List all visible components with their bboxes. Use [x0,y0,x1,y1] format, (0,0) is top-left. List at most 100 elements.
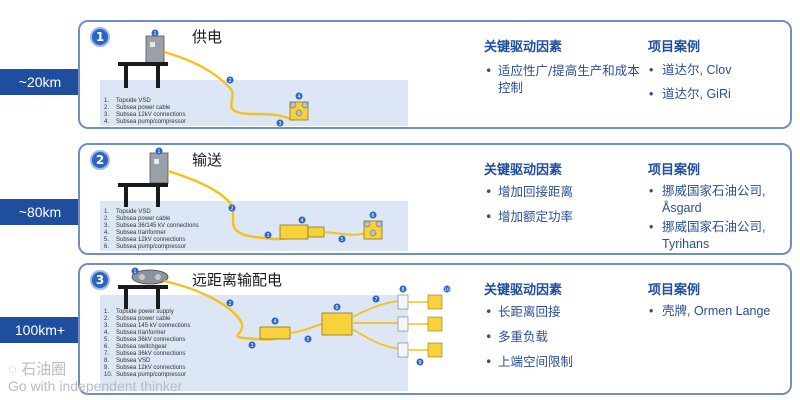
legend-item: 8.Subsea VSD [104,358,151,364]
marker-label: 6 [335,305,338,311]
subsea-12kv-cable [323,231,367,236]
marker-label: 5 [306,337,309,343]
subsea-vsd-icon [397,294,409,310]
subsea-12kv-cables [408,301,430,351]
subsea-scene-background [100,80,408,126]
marker-label: 3 [250,343,253,349]
component-legend: 1.Topside VSD 2.Subsea power cable 3.Sub… [104,98,186,126]
subsea-pump-icon [427,316,443,332]
diagram-markers: 1 2 3 4 5 6 7 8 9 10 [131,267,451,366]
driver-item: •增加回接距离 [485,184,574,199]
legend-item: 3.Subsea 36/145 kV connections [104,223,199,229]
cases-header: 项目案例 [648,40,701,55]
legend-item: 2.Subsea power cable [104,316,171,322]
topside-vsd-cabinet-icon [145,35,165,65]
section-title: 供电 [192,28,223,46]
section-number-badge: 3 [90,270,110,290]
legend-item: 9.Subsea 12kV connections [104,365,186,371]
subsea-pump-icon [427,294,443,310]
subsea-pump-icon [427,342,443,358]
legend-item: 5.Subsea 36kV connections [104,337,186,343]
marker-label: 4 [300,218,303,224]
subsea-distribution-cables [351,300,403,350]
section-card-transmission: 2 输送 1 2 3 4 5 6 1.Topside VSD 2.Subsea … [78,143,792,255]
case-item: •壳牌, Ormen Lange [649,304,771,318]
subsea-transformer-icon [279,224,309,240]
platform-leg-icon [124,289,128,309]
case-item: •道达尔, GiRi [649,87,731,101]
distance-label-2: ~80km [0,199,80,225]
section-number-badge: 2 [90,150,110,170]
marker-label: 3 [278,121,281,127]
marker-label: 2 [230,206,233,212]
legend-item: 10.Subsea pump/compressor [104,372,187,378]
subsea-power-cable [163,50,301,121]
section-card-long-distance: 3 远距离输配电 1 2 3 4 5 6 7 8 9 10 [78,263,792,395]
watermark-tagline: Go with independent thinker [8,378,183,394]
subsea-transformer-icon [259,326,291,340]
transmission-diagram: 1 2 3 4 5 6 [118,147,383,243]
legend-item: 2.Subsea power cable [104,216,171,222]
marker-label: 10 [444,287,450,293]
legend-item: 4.Subsea pump/compressor [104,119,187,125]
cases-header: 项目案例 [648,283,701,298]
watermark-logo: ◌ 石油圈 [8,361,67,378]
platform-leg-icon [156,289,160,309]
platform-leg-icon [156,66,160,88]
subsea-vsd-icon [397,342,409,358]
legend-item: 1.Topside VSD [104,209,151,215]
platform-deck-icon [118,183,168,187]
marker-label: 1 [133,269,136,275]
marker-label: 7 [374,297,377,303]
marker-label: 8 [401,287,404,293]
section-card-power-supply: 1 供电 1 2 3 4 1.Topside VSD 2.Subsea powe… [78,20,792,129]
diagram-markers: 1 2 3 4 5 6 [155,147,377,243]
legend-item: 4.Subsea tranformer [104,330,166,336]
marker-label: 6 [371,213,374,219]
legend-item: 6.Subsea switchgear [104,344,167,350]
cabinet-panel-icon [150,42,155,47]
subsea-36kv-cable [289,322,326,334]
long-distance-diagram: 1 2 3 4 5 6 7 8 9 10 [118,267,451,366]
chat-bubble-icon: ◌ [8,361,17,378]
drivers-header: 关键驱动因素 [484,163,563,178]
driver-item: •适应性广/提高生产和成本控制 [485,63,640,95]
section-number-badge: 1 [90,27,110,47]
case-item: •挪威国家石油公司, Åsgard [649,184,766,215]
topside-power-supply-icon [131,269,169,285]
legend-item: 1.Topside VSD [104,98,151,104]
legend-item: 1.Topside power supply [104,309,174,315]
driver-item: •增加额定功率 [485,209,574,224]
subsea-scene-background [100,201,408,251]
topside-vsd-cabinet-icon [149,152,169,184]
legend-item: 3.Subsea 12kV connections [104,112,186,118]
component-legend: 1.Topside power supply 2.Subsea power ca… [104,309,190,379]
section-title: 输送 [192,151,223,169]
marker-label: 5 [340,237,343,243]
marker-label: 1 [153,31,156,37]
legend-item: 7.Subsea 36kV connections [104,351,186,357]
drivers-header: 关键驱动因素 [484,40,563,55]
marker-label: 1 [157,149,160,155]
cases-header: 项目案例 [648,163,701,178]
component-legend: 1.Topside VSD 2.Subsea power cable 3.Sub… [104,209,199,251]
platform-leg-icon [156,187,160,207]
power-supply-diagram: 1 2 3 4 [118,29,309,127]
subsea-switchgear-icon [321,312,353,336]
driver-item: •上端空间限制 [485,354,574,369]
legend-item: 3.Subsea 145 kV connections [104,323,191,329]
platform-leg-icon [124,187,128,207]
marker-label: 2 [228,301,231,307]
platform-deck-icon [118,285,168,289]
legend-item: 2.Subsea power cable [104,105,171,111]
driver-item: •长距离回接 [485,304,561,319]
distance-label-3: 100km+ [0,317,80,343]
marker-label: 9 [418,360,421,366]
driver-item: •多重负载 [485,329,549,344]
marker-label: 4 [273,319,276,325]
legend-item: 4.Subsea tranformer [104,230,166,236]
case-item: •挪威国家石油公司, Tyrihans [649,220,766,251]
case-item: •道达尔, Clov [649,63,732,77]
marker-label: 2 [228,78,231,84]
drivers-header: 关键驱动因素 [484,283,563,298]
